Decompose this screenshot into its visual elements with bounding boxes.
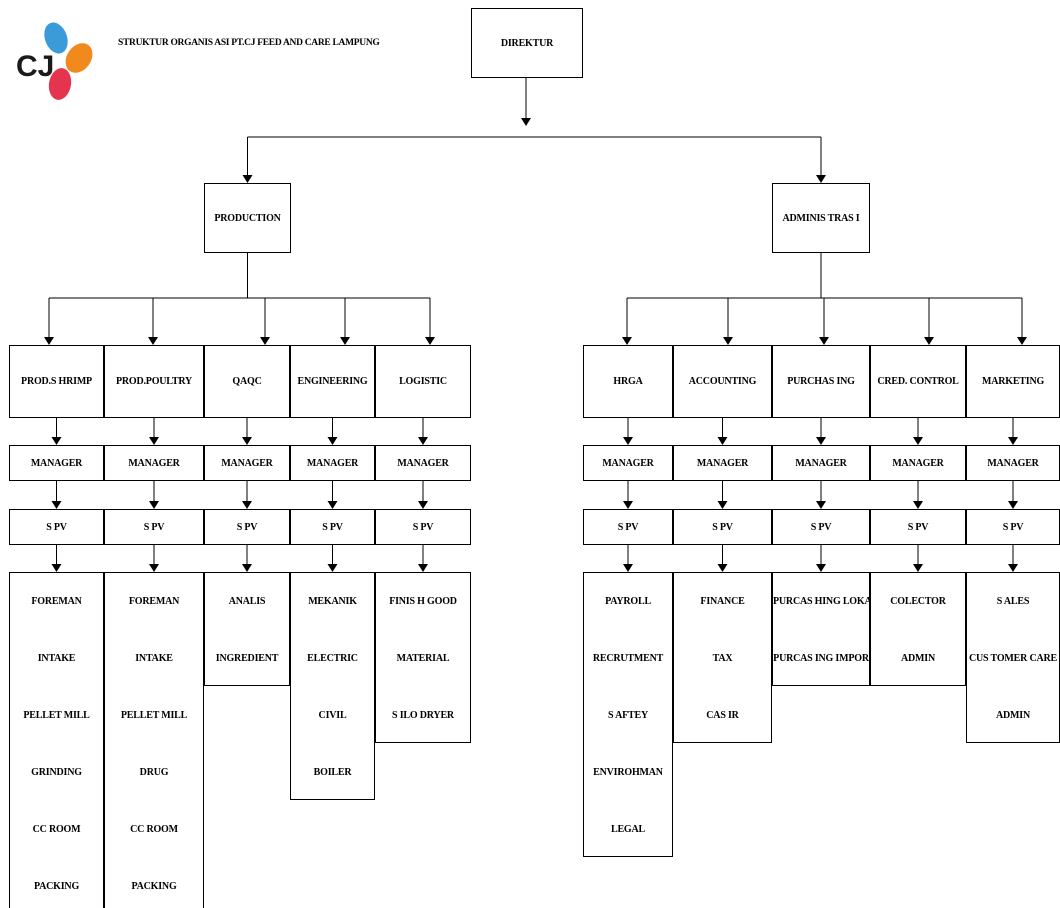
staff-role: ENVIROHMAN [593, 767, 663, 778]
manager-box: MANAGER [375, 445, 471, 481]
staff-role: PACKING [33, 881, 80, 892]
spv-box: S PV [772, 509, 870, 545]
staff-role: FOREMAN [128, 596, 180, 607]
division-production-box: PRODUCTION [204, 183, 291, 253]
staff-role: S AFTEY [607, 710, 648, 721]
staff-role: RECRUTMENT [592, 653, 664, 664]
manager-box: MANAGER [204, 445, 290, 481]
staff-role: PURCAS HING LOKAL [773, 596, 878, 607]
spv-box: S PV [375, 509, 471, 545]
staff-role: INTAKE [135, 653, 173, 664]
staff-role: PACKING [131, 881, 177, 892]
department-box: ACCOUNTING [673, 345, 772, 418]
manager-box: MANAGER [583, 445, 673, 481]
staff-list-box: FINANCE TAX CAS IR [673, 572, 772, 743]
staff-role: FOREMAN [31, 596, 82, 607]
staff-role: PAYROLL [605, 596, 651, 607]
staff-list-box: MEKANIK ELECTRIC CIVIL BOILER [290, 572, 375, 800]
staff-role: COLECTOR [890, 596, 946, 607]
staff-role: CC ROOM [32, 824, 81, 835]
department-box: PROD.S HRIMP [9, 345, 104, 418]
spv-box: S PV [104, 509, 204, 545]
director-box: DIREKTUR [471, 8, 583, 78]
staff-role: LEGAL [610, 824, 645, 835]
staff-role: TAX [712, 653, 733, 664]
staff-role: FINANCE [700, 596, 745, 607]
staff-role: S ALES [996, 596, 1030, 607]
spv-box: S PV [583, 509, 673, 545]
staff-role: CC ROOM [130, 824, 178, 835]
staff-list-box: PURCAS HING LOKAL PURCAS ING IMPOR [772, 572, 878, 686]
manager-box: MANAGER [290, 445, 375, 481]
spv-box: S PV [290, 509, 375, 545]
staff-list-box: S ALES CUS TOMER CARE ADMIN [966, 572, 1060, 743]
department-box: LOGISTIC [375, 345, 471, 418]
staff-role: BOILER [313, 767, 352, 778]
staff-role: CAS IR [706, 710, 739, 721]
department-box: PURCHAS ING [772, 345, 870, 418]
department-box: ENGINEERING [290, 345, 375, 418]
department-box: QAQC [204, 345, 290, 418]
staff-role: ELECTRIC [307, 653, 358, 664]
staff-list-box: FOREMAN INTAKE PELLET MILL GRINDING CC ROOM P… [9, 572, 104, 908]
manager-box: MANAGER [673, 445, 772, 481]
spv-box: S PV [966, 509, 1060, 545]
department-box: PROD.POULTRY [104, 345, 204, 418]
staff-role: ADMIN [901, 653, 935, 664]
staff-role: INGREDIENT [215, 653, 279, 664]
staff-list-box: PAYROLL RECRUTMENT S AFTEY ENVIROHMAN LEGAL [583, 572, 673, 857]
staff-role: MEKANIK [308, 596, 357, 607]
staff-role: PELLET MILL [23, 710, 90, 721]
staff-role: CIVIL [318, 710, 347, 721]
staff-list-box: COLECTOR ADMIN [870, 572, 966, 686]
manager-box: MANAGER [966, 445, 1060, 481]
division-administrasi-box: ADMINIS TRAS I [772, 183, 870, 253]
staff-role: INTAKE [37, 653, 76, 664]
staff-role: FINIS H GOOD [389, 596, 457, 607]
staff-role: S ILO DRYER [392, 710, 454, 721]
staff-role: ANALIS [228, 596, 266, 607]
staff-list-box: ANALIS INGREDIENT [204, 572, 290, 686]
staff-list-box: FINIS H GOOD MATERIAL S ILO DRYER [375, 572, 471, 743]
spv-box: S PV [204, 509, 290, 545]
spv-box: S PV [673, 509, 772, 545]
manager-box: MANAGER [870, 445, 966, 481]
staff-role: ADMIN [996, 710, 1030, 721]
spv-box: S PV [870, 509, 966, 545]
manager-box: MANAGER [9, 445, 104, 481]
chart-title: STRUKTUR ORGANIS ASI PT.CJ FEED AND CARE… [118, 38, 380, 48]
svg-text:CJ: CJ [16, 50, 54, 83]
staff-role: DRUG [139, 767, 169, 778]
staff-role: MATERIAL [396, 653, 450, 664]
department-box: MARKETING [966, 345, 1060, 418]
cj-logo: CJ [16, 22, 93, 100]
staff-role: GRINDING [31, 767, 82, 778]
manager-box: MANAGER [104, 445, 204, 481]
staff-role: PELLET MILL [120, 710, 188, 721]
staff-role: PURCAS ING IMPOR [773, 653, 869, 664]
manager-box: MANAGER [772, 445, 870, 481]
staff-role: CUS TOMER CARE [969, 653, 1057, 664]
staff-list-box: FOREMAN INTAKE PELLET MILL DRUG CC ROOM PACKI… [104, 572, 204, 908]
department-box: HRGA [583, 345, 673, 418]
department-box: CRED. CONTROL [870, 345, 966, 418]
spv-box: S PV [9, 509, 104, 545]
